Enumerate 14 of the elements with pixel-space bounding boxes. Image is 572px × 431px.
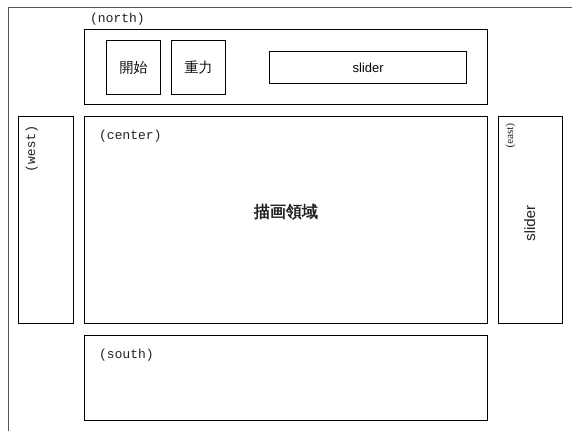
start-button: 開始 [106, 40, 161, 95]
canvas-label: 描画領域 [254, 204, 318, 220]
slider-label: slider [523, 205, 538, 241]
west-panel [18, 116, 74, 324]
slider-box: slider [269, 51, 467, 84]
center-panel [84, 116, 488, 324]
region-label: (east) [505, 123, 516, 148]
region-label: (south) [99, 348, 154, 361]
region-label: (center) [99, 129, 162, 142]
region-label: (north) [90, 12, 145, 25]
gravity-button: 重力 [171, 40, 226, 95]
south-panel [84, 335, 488, 421]
east-panel [498, 116, 563, 324]
region-label: (west) [25, 125, 38, 172]
